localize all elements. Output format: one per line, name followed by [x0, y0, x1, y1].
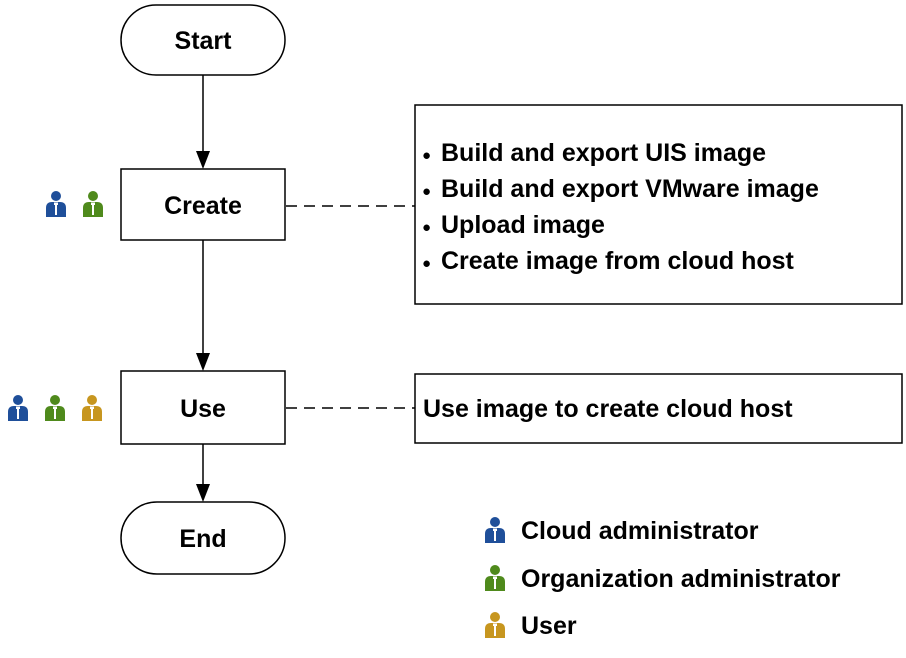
end-node: End — [120, 501, 286, 575]
bullet: ● — [422, 219, 431, 236]
create-process-box — [120, 168, 286, 241]
start-terminator-shape — [120, 4, 286, 76]
arrowhead-use — [196, 353, 210, 371]
cloud-administrator-icon — [8, 395, 28, 421]
legend-item-user: User — [485, 612, 577, 640]
organization-administrator-icon — [83, 191, 103, 217]
legend-label: Cloud administrator — [521, 517, 759, 545]
create-note-box — [414, 104, 903, 305]
user-icon — [82, 395, 102, 421]
use-note-box — [414, 373, 903, 444]
start-node: Start — [120, 4, 286, 76]
bullet: ● — [422, 183, 431, 200]
legend: Cloud administrator Organization adminis… — [485, 517, 841, 640]
legend-label: User — [521, 612, 577, 640]
bullet: ● — [422, 147, 431, 164]
create-note-item: ● Create image from cloud host — [422, 247, 795, 275]
create-node: Create — [120, 168, 286, 241]
organization-administrator-icon — [45, 395, 65, 421]
create-note-item: ● Build and export UIS image — [422, 139, 766, 167]
cloud-administrator-icon — [46, 191, 66, 217]
legend-item-organization-administrator: Organization administrator — [485, 565, 841, 593]
organization-administrator-icon — [485, 565, 505, 591]
end-terminator-shape — [120, 501, 286, 575]
use-process-box — [120, 370, 286, 445]
arrowhead-end — [196, 484, 210, 502]
create-note-item-text: Create image from cloud host — [441, 247, 795, 275]
create-note: ● Build and export UIS image ● Build and… — [414, 104, 903, 305]
create-note-item: ● Build and export VMware image — [422, 175, 819, 203]
connectors — [202, 75, 415, 486]
legend-item-cloud-administrator: Cloud administrator — [485, 517, 759, 545]
legend-label: Organization administrator — [521, 565, 841, 593]
end-label: End — [179, 525, 226, 553]
create-note-item-text: Build and export VMware image — [441, 175, 819, 203]
use-label: Use — [180, 395, 226, 423]
create-role-icons — [46, 191, 103, 217]
use-note: Use image to create cloud host — [414, 373, 903, 444]
user-icon — [485, 612, 505, 638]
create-note-item-text: Upload image — [441, 211, 605, 239]
create-note-item-text: Build and export UIS image — [441, 139, 766, 167]
create-note-item: ● Upload image — [422, 211, 605, 239]
arrowhead-create — [196, 151, 210, 169]
cloud-administrator-icon — [485, 517, 505, 543]
bullet: ● — [422, 255, 431, 272]
start-label: Start — [175, 27, 233, 55]
use-role-icons — [8, 395, 102, 421]
use-node: Use — [120, 370, 286, 445]
create-label: Create — [164, 192, 242, 220]
arrowheads — [196, 151, 210, 502]
use-note-text: Use image to create cloud host — [423, 395, 793, 423]
